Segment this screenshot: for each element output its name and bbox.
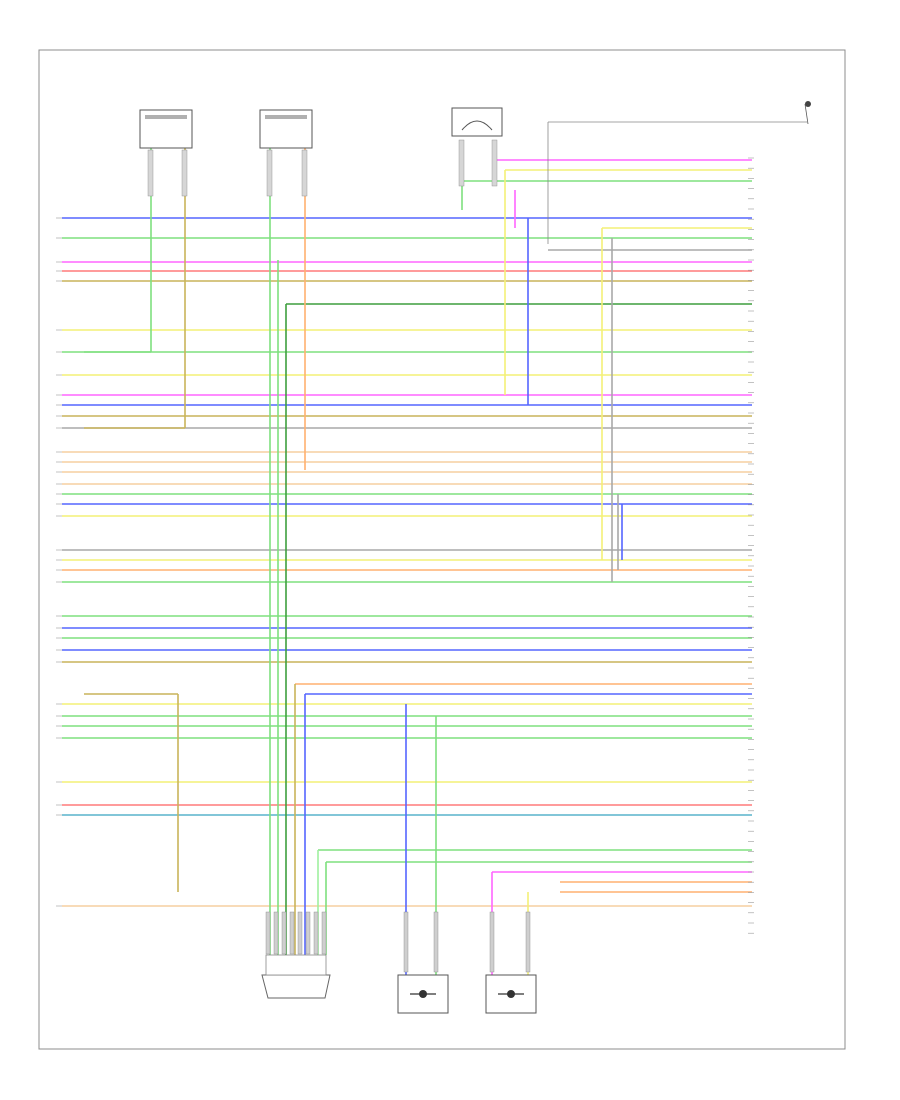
sensor-c (451, 107, 503, 137)
knock-sensor-terminal (403, 911, 409, 973)
diagram-frame (38, 49, 846, 1050)
ground-lead (804, 103, 809, 125)
coil-pack-terminal (305, 911, 311, 955)
coil-pack (261, 954, 331, 999)
wires-group (62, 140, 752, 975)
sensor-terminal (147, 149, 154, 197)
sensor-a-connector (145, 115, 187, 119)
wire-labels-group (147, 139, 531, 973)
coil-pack-terminal (289, 911, 295, 955)
sensor-terminal (301, 149, 308, 197)
sensor-b-connector (265, 115, 307, 119)
sensor-terminal (181, 149, 188, 197)
ground-symbol (805, 101, 811, 107)
coil-pack-terminal (273, 911, 279, 955)
coil-pack-terminal (265, 911, 271, 955)
pcm-pin-column (748, 157, 754, 934)
sensor-terminal (266, 149, 273, 197)
knock-sensor-1 (397, 974, 449, 1014)
coil-pack-terminal (321, 911, 327, 955)
ground-point (547, 101, 811, 244)
sensor-b (259, 109, 313, 149)
coil-pack-terminal (297, 911, 303, 955)
knock-sensor-terminal (433, 911, 439, 973)
knock-sensor-terminal (489, 911, 495, 973)
sensor-terminal (458, 139, 465, 187)
sensor-c-body (451, 107, 503, 137)
sensor-a (139, 109, 193, 149)
left-pin-column (56, 217, 62, 907)
sensor-c-symbol (461, 120, 493, 131)
coil-pack-terminal (313, 911, 319, 955)
sensor-terminal (491, 139, 498, 187)
coil-pack-connector (265, 954, 327, 976)
coil-pack-body (261, 974, 331, 999)
knock-sensor-terminal (525, 911, 531, 973)
coil-pack-terminal (281, 911, 287, 955)
knock-sensor-2 (485, 974, 537, 1014)
